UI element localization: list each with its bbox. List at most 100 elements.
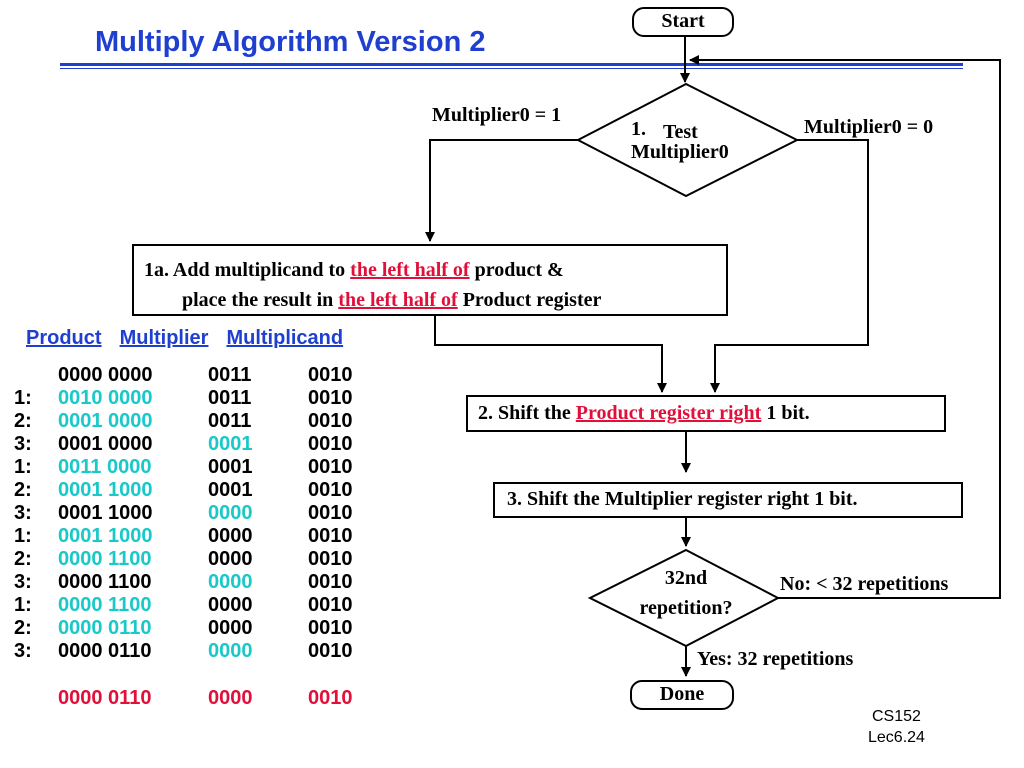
table-row: 1: 0010 0000 0011 0010 [14, 387, 378, 410]
row-multiplier: 0011 [208, 364, 252, 386]
row-step: 2: [14, 617, 32, 639]
row-product: 0000 1100 [58, 548, 152, 570]
row-product: 0001 1000 [58, 479, 153, 501]
table-row-initial: 0000 0000 0011 0010 [14, 364, 378, 387]
no-branch-label: No: < 32 repetitions [780, 573, 949, 595]
slide-title: Multiply Algorithm Version 2 [95, 26, 486, 58]
step-add-line2: place the result in the left half of Pro… [182, 288, 601, 312]
final-result-table: 0000 0110 0000 0010 [14, 687, 378, 710]
table-row-final: 0000 0110 0000 0010 [14, 687, 378, 710]
final-multiplier: 0000 [208, 687, 253, 709]
row-product: 0001 1000 [58, 525, 153, 547]
row-step: 3: [14, 571, 32, 593]
row-multiplicand: 0010 [308, 410, 353, 432]
row-multiplicand: 0010 [308, 548, 353, 570]
title-rule [60, 63, 963, 66]
row-multiplier: 0000 [208, 502, 253, 524]
table-row: 2: 0001 1000 0001 0010 [14, 479, 378, 502]
row-multiplier: 0000 [208, 548, 253, 570]
row-multiplicand: 0010 [308, 594, 353, 616]
row-multiplicand: 0010 [308, 525, 353, 547]
repetition-line1: 32nd [664, 567, 708, 589]
row-multiplicand: 0010 [308, 502, 353, 524]
row-step [14, 364, 58, 387]
row-multiplier: 0001 [208, 456, 253, 478]
step-shift-product-box: 2. Shift the Product register right 1 bi… [466, 395, 946, 432]
row-multiplier: 0000 [208, 571, 253, 593]
row-multiplier: 0000 [208, 617, 253, 639]
done-terminal: Done [630, 680, 734, 710]
row-step: 2: [14, 479, 32, 501]
row-multiplicand: 0010 [308, 456, 353, 478]
row-product: 0011 0000 [58, 456, 152, 478]
row-step: 3: [14, 433, 32, 455]
row-step: 1: [14, 456, 32, 478]
table-row: 3: 0000 1100 0000 0010 [14, 571, 378, 594]
table-row: 1: 0000 1100 0000 0010 [14, 594, 378, 617]
start-terminal: Start [632, 7, 734, 37]
step-shift-product-text: 2. Shift the Product register right 1 bi… [478, 401, 810, 425]
row-multiplier: 0001 [208, 479, 253, 501]
step-add-text-a: 1a. Add multiplicand to [144, 259, 351, 281]
branch-label-zero: Multiplier0 = 0 [804, 116, 934, 138]
row-multiplicand: 0010 [308, 571, 353, 593]
test-step-word: Test [663, 121, 698, 143]
row-multiplier: 0000 [208, 594, 253, 616]
table-header: Product Multiplier Multiplicand [26, 327, 343, 350]
row-step: 1: [14, 387, 32, 409]
start-label: Start [661, 10, 705, 32]
step-add-emphasis-2: the left half of [338, 289, 458, 311]
step-add-text-b: product & [469, 259, 564, 281]
final-multiplicand: 0010 [308, 687, 353, 709]
row-multiplier: 0000 [208, 525, 253, 547]
step-add-text-d: Product register [457, 289, 602, 311]
step-shift-product-b: 1 bit. [761, 402, 810, 424]
row-multiplier: 0011 [208, 387, 252, 409]
row-product: 0000 0000 [58, 364, 153, 386]
step-shift-multiplier-box: 3. Shift the Multiplier register right 1… [493, 482, 963, 518]
arrow-to-add [425, 139, 578, 242]
test-step-register: Multiplier0 [631, 141, 729, 163]
row-multiplicand: 0010 [308, 640, 353, 662]
header-product: Product [26, 327, 102, 349]
arrow-loop-back [689, 55, 1001, 599]
row-product: 0000 1100 [58, 594, 152, 616]
row-product: 0000 0110 [58, 617, 152, 639]
test-diamond [575, 82, 800, 198]
row-step: 1: [14, 525, 32, 547]
yes-branch-label: Yes: 32 repetitions [697, 648, 854, 670]
arrow-zero-to-shift [710, 139, 869, 393]
header-multiplicand: Multiplicand [226, 327, 344, 349]
row-step: 2: [14, 410, 32, 432]
final-step-spacer [14, 687, 58, 710]
table-row: 3: 0001 0000 0001 0010 [14, 433, 378, 456]
row-multiplier: 0000 [208, 640, 253, 662]
row-product: 0010 0000 [58, 387, 153, 409]
title-rule-thin [60, 68, 963, 69]
row-multiplicand: 0010 [308, 387, 353, 409]
branch-label-one: Multiplier0 = 1 [432, 104, 562, 126]
slide-footer: CS152 Lec6.24 [868, 706, 925, 748]
row-multiplicand: 0010 [308, 433, 353, 455]
arrow-add-to-shift [434, 315, 667, 393]
done-label: Done [659, 683, 705, 705]
row-step: 2: [14, 548, 32, 570]
row-multiplier: 0001 [208, 433, 253, 455]
row-multiplier: 0011 [208, 410, 252, 432]
row-product: 0000 1100 [58, 571, 152, 593]
row-step: 1: [14, 594, 32, 616]
row-multiplicand: 0010 [308, 479, 353, 501]
step-shift-product-emphasis: Product register right [575, 402, 762, 424]
row-step: 3: [14, 502, 32, 524]
header-multiplier: Multiplier [119, 327, 209, 349]
row-product: 0001 0000 [58, 433, 153, 455]
table-row: 1: 0011 0000 0001 0010 [14, 456, 378, 479]
final-product: 0000 0110 [58, 687, 152, 709]
step-shift-multiplier-text: 3. Shift the Multiplier register right 1… [507, 488, 858, 510]
